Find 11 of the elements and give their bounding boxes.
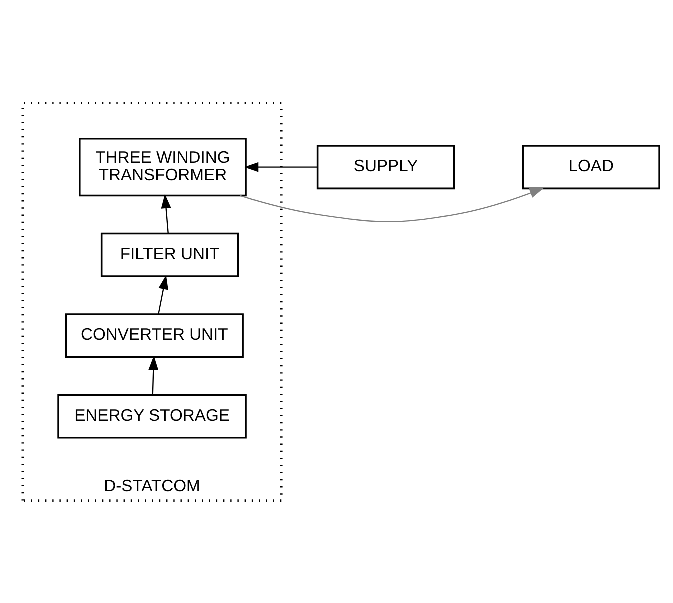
node-box: SUPPLY xyxy=(316,144,456,190)
node-box: ENERGY STORAGE xyxy=(58,394,247,438)
arrow xyxy=(158,274,168,314)
node-box: FILTER UNIT xyxy=(100,232,240,277)
arrow xyxy=(161,194,172,234)
node-box: THREE WINDING TRANSFORMER xyxy=(79,137,247,196)
arrow xyxy=(148,355,159,394)
node-box: CONVERTER UNIT xyxy=(65,313,244,358)
node-box: LOAD xyxy=(522,144,660,190)
arrow xyxy=(240,188,544,222)
arrow xyxy=(244,162,318,172)
